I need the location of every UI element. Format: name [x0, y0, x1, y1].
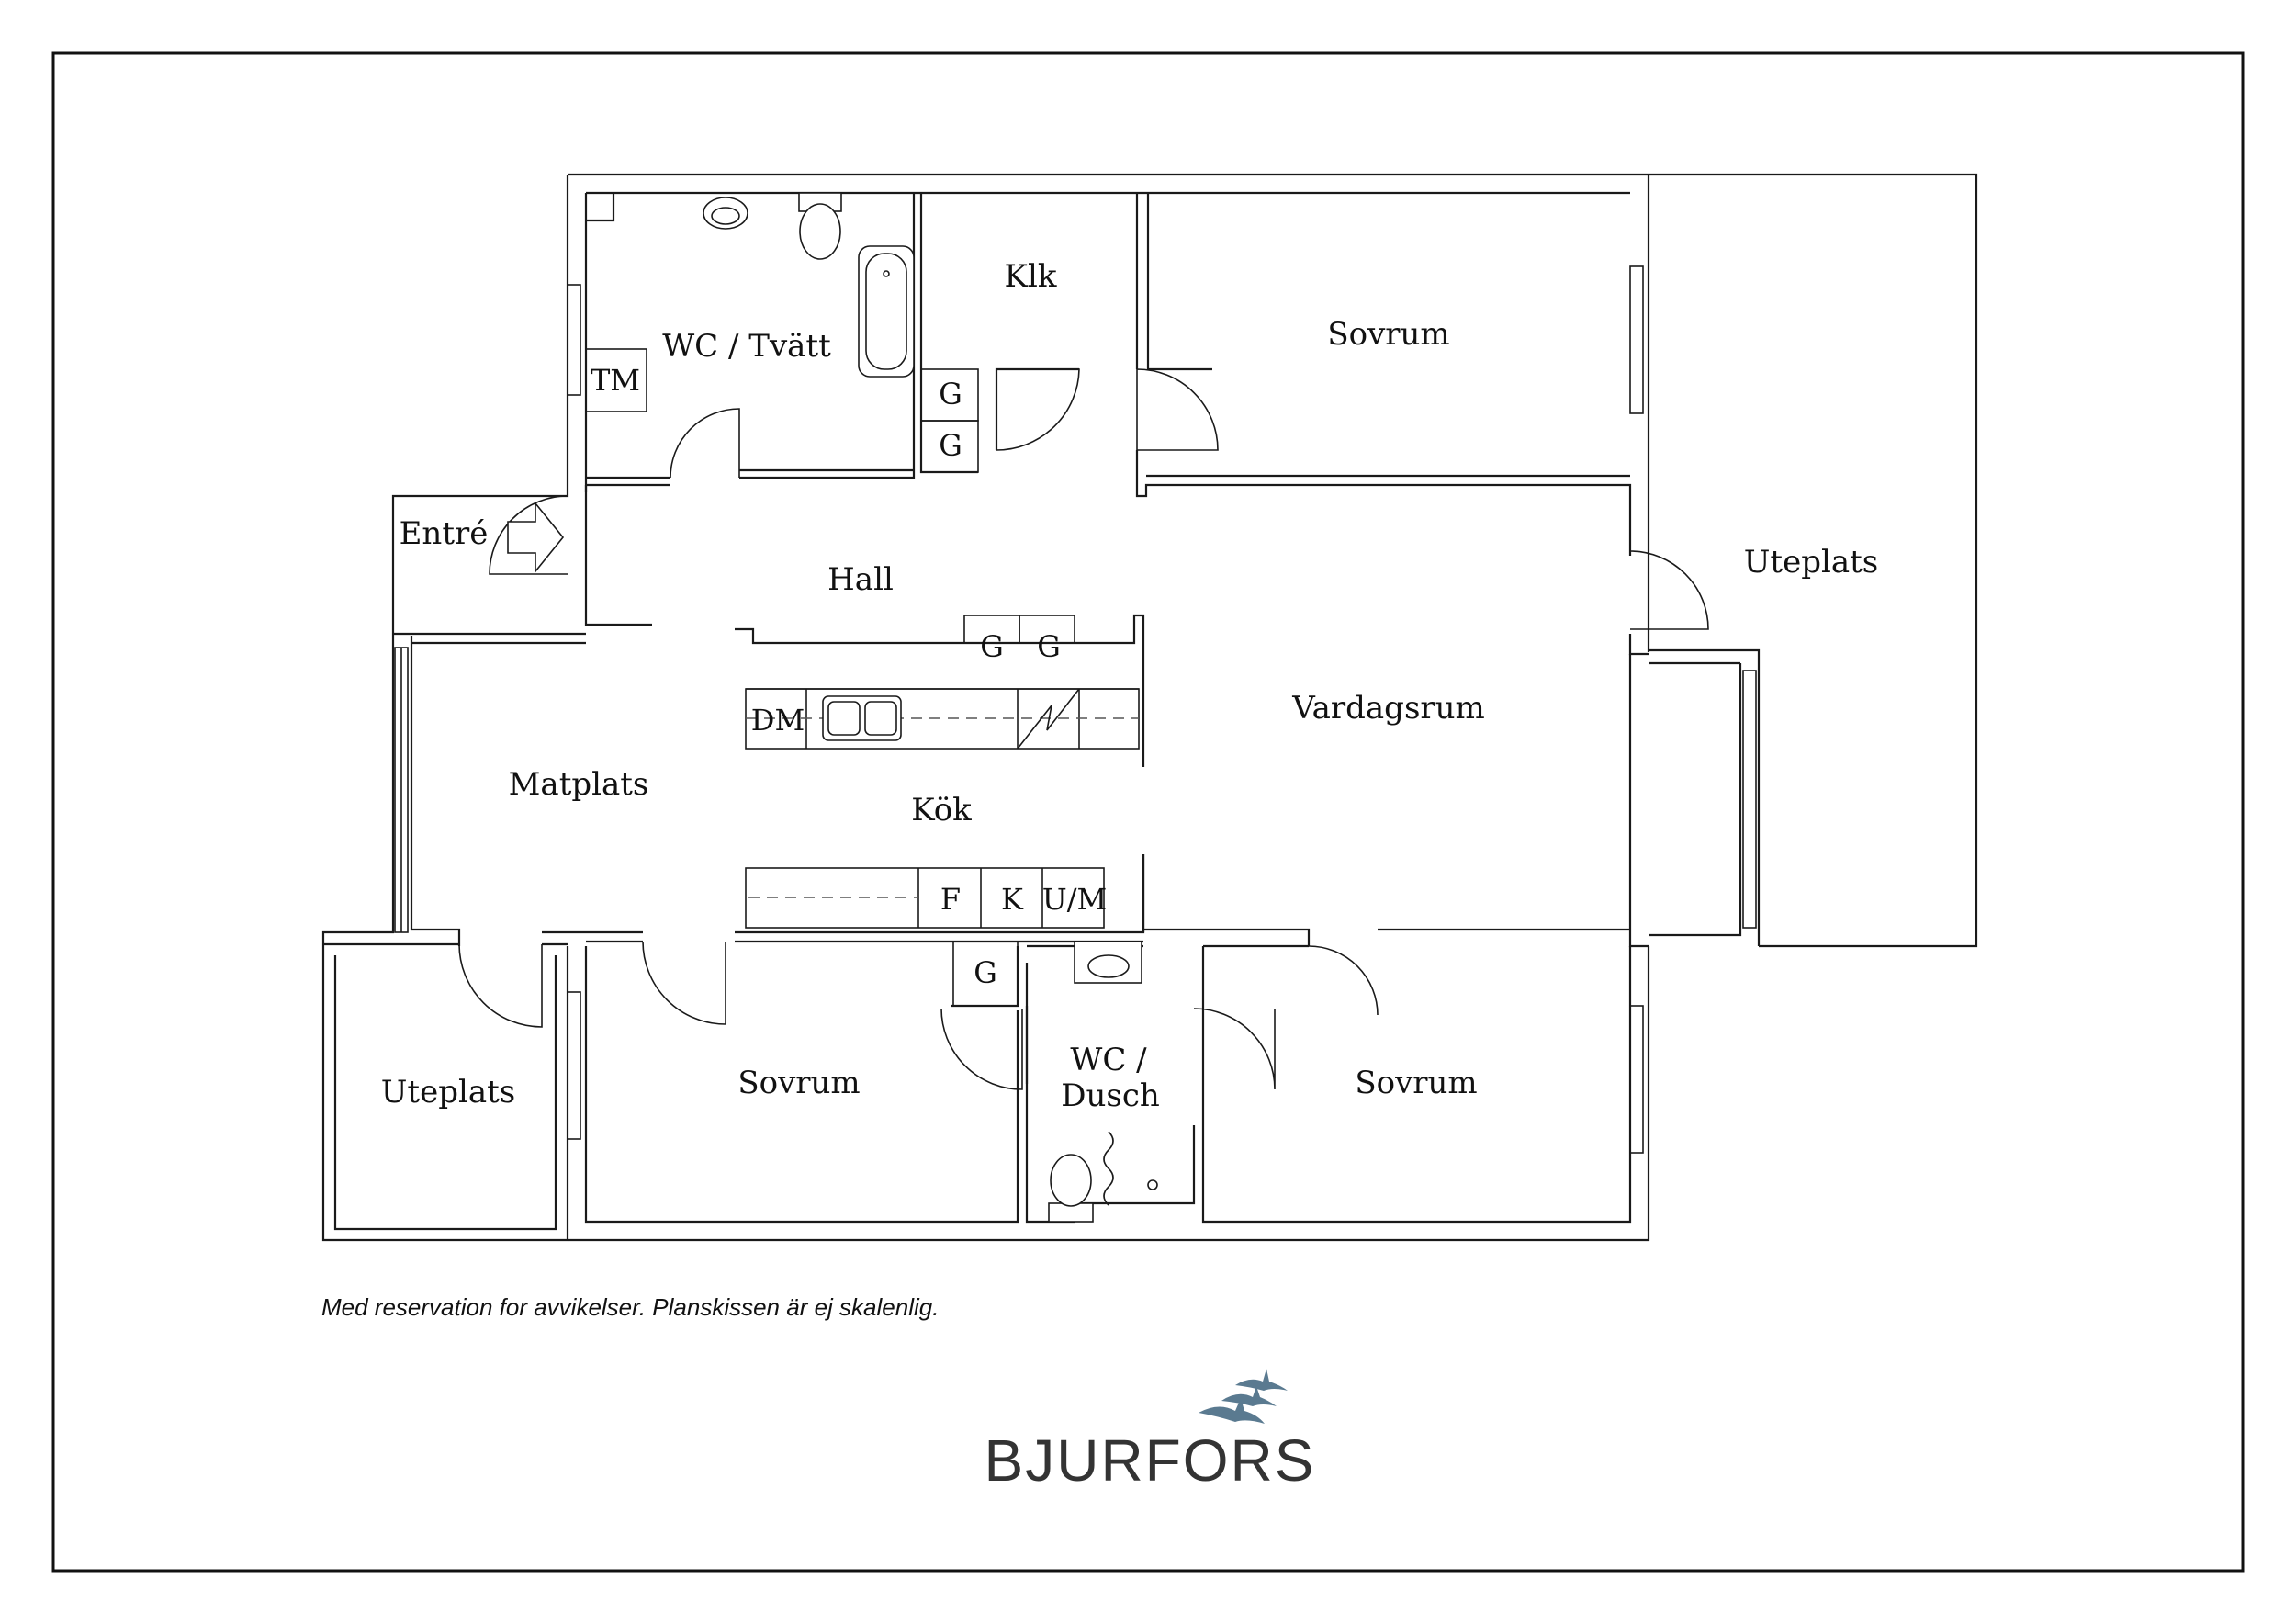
room-label-uteplats-left: Uteplats	[381, 1074, 515, 1111]
room-label-uteplats-right: Uteplats	[1744, 544, 1878, 581]
fixture-label-g: G	[939, 377, 962, 412]
fixture-label-dm: DM	[751, 703, 805, 738]
toilet-icon	[799, 203, 841, 260]
room-label-sovrum-right: Sovrum	[1355, 1065, 1477, 1101]
page-frame	[51, 51, 2245, 1573]
room-label-wc-tvatt: WC / Tvätt	[662, 328, 831, 365]
fixture-label-g: G	[1037, 629, 1061, 664]
fixture-label-tm: TM	[591, 363, 640, 398]
room-label-sovrum-left: Sovrum	[737, 1065, 860, 1101]
kitchen-sink-icon	[822, 695, 902, 741]
brand-logo: BJURFORS	[985, 1427, 1316, 1494]
stove-icon	[1017, 688, 1080, 750]
fixture-label-g: G	[939, 428, 962, 463]
fixture-label-f: F	[940, 882, 961, 917]
fixture-label-um: U/M	[1042, 882, 1108, 917]
room-label-klk: Klk	[1005, 258, 1057, 295]
washing-machine-box	[585, 348, 647, 412]
kitchen-counters	[735, 614, 1145, 1007]
room-label-matplats: Matplats	[509, 766, 649, 803]
room-label-wc-dusch: WC /	[1070, 1042, 1147, 1078]
room-label-sovrum-top: Sovrum	[1327, 316, 1449, 353]
fixture-label-g: G	[974, 955, 997, 990]
fixture-label-g: G	[980, 629, 1004, 664]
disclaimer: Med reservation for avvikelser. Planskis…	[321, 1293, 939, 1321]
room-label-hall: Hall	[827, 561, 894, 598]
toilet-icon	[1050, 1154, 1092, 1207]
room-label-entre: Entré	[400, 515, 489, 552]
bird-logo-icon	[1199, 1369, 1288, 1424]
room-label-vardagsrum: Vardagsrum	[1291, 690, 1485, 727]
room-label-kok: Kök	[911, 792, 972, 829]
entry-arrow-icon	[507, 501, 565, 574]
room-label-wc-dusch-2: Dusch	[1061, 1077, 1160, 1114]
sanitary-fixtures	[703, 192, 1158, 1223]
doors	[458, 368, 1709, 1090]
fixture-label-k: K	[1001, 882, 1024, 917]
shower-drain-icon	[1147, 1179, 1158, 1190]
sink-icon	[1074, 941, 1142, 984]
towel-rail-icon	[1103, 1131, 1114, 1206]
bathtub-icon	[858, 245, 915, 378]
